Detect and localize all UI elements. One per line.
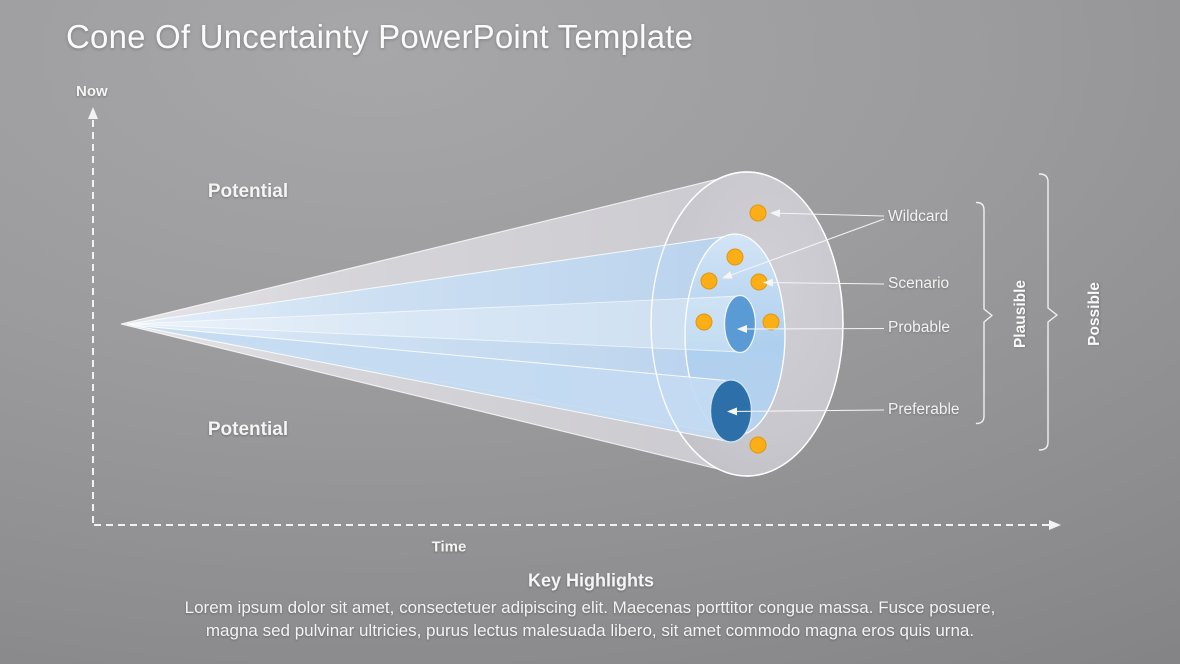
wildcard-line-inner — [722, 218, 885, 279]
callout-label-preferable: Preferable — [888, 401, 960, 418]
potential-label-bottom: Potential — [207, 419, 289, 440]
callout-label-scenario: Scenario — [888, 275, 950, 292]
axes-group — [92, 118, 1050, 526]
probable-ellipse — [723, 294, 757, 354]
scenario-dot-1 — [726, 248, 744, 266]
slide-title: Cone Of Uncertainty PowerPoint Template — [66, 18, 694, 55]
wildcard-dot-bottom — [749, 436, 767, 454]
wildcard-dot-inner — [700, 272, 718, 290]
scenario-dots-group — [695, 204, 780, 454]
key-highlights-line-2: magna sed pulvinar ultricies, purus lect… — [205, 621, 975, 640]
preferable-line — [727, 407, 885, 416]
zone-label-plausible: Plausible — [1012, 279, 1029, 349]
callout-lines-group — [722, 209, 885, 416]
possible-brace — [1038, 173, 1058, 451]
callout-label-wildcard: Wildcard — [888, 208, 949, 225]
wildcard-dot-top — [749, 204, 767, 222]
possible-ellipse-outline — [650, 171, 844, 477]
probable-line — [737, 324, 885, 333]
wildcard-line-top — [770, 209, 885, 218]
potential-label-top: Potential — [207, 181, 289, 202]
scenario-dot-4 — [762, 313, 780, 331]
key-highlights-heading: Key Highlights — [527, 570, 655, 591]
y-axis-label-now: Now — [76, 83, 108, 100]
scenario-dot-3 — [695, 313, 713, 331]
scenario-line — [763, 278, 885, 287]
zone-label-possible: Possible — [1086, 282, 1103, 346]
braces-group — [975, 173, 1058, 451]
x-axis-arrow-icon — [1049, 520, 1061, 530]
y-axis-arrow-icon — [88, 107, 98, 119]
key-highlights-line-1: Lorem ipsum dolor sit amet, consectetuer… — [184, 598, 996, 617]
callout-label-probable: Probable — [888, 319, 951, 336]
x-axis-label-time: Time — [431, 538, 467, 556]
plausible-brace — [975, 201, 993, 425]
